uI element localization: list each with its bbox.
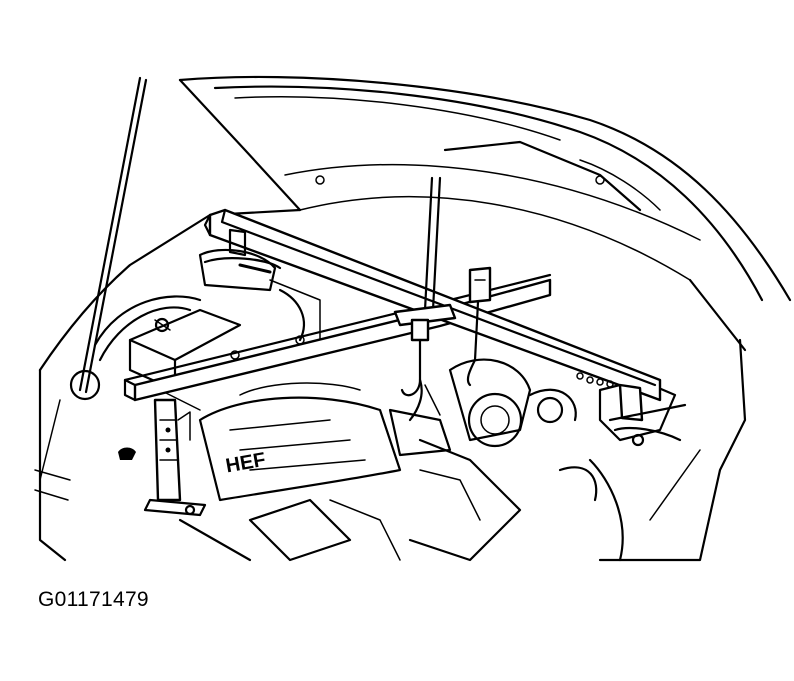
hood-prop-rod <box>78 76 148 394</box>
engine-bay: HEF <box>93 248 677 562</box>
support-fixture-left-rear-pad <box>203 228 282 274</box>
support-fixture-lift-hook <box>393 176 457 422</box>
engine-support-fixture-illustration: HEF <box>34 75 792 562</box>
vehicle-body <box>34 208 747 562</box>
support-fixture-side-beam <box>203 208 662 402</box>
engine-cover-text: HEF <box>224 449 267 478</box>
figure-id-label: G01171479 <box>38 588 149 611</box>
support-fixture-rear-hook <box>466 266 492 387</box>
support-fixture-right-leg <box>608 383 687 447</box>
hood <box>178 75 792 352</box>
support-fixture-left-leg <box>143 398 207 517</box>
